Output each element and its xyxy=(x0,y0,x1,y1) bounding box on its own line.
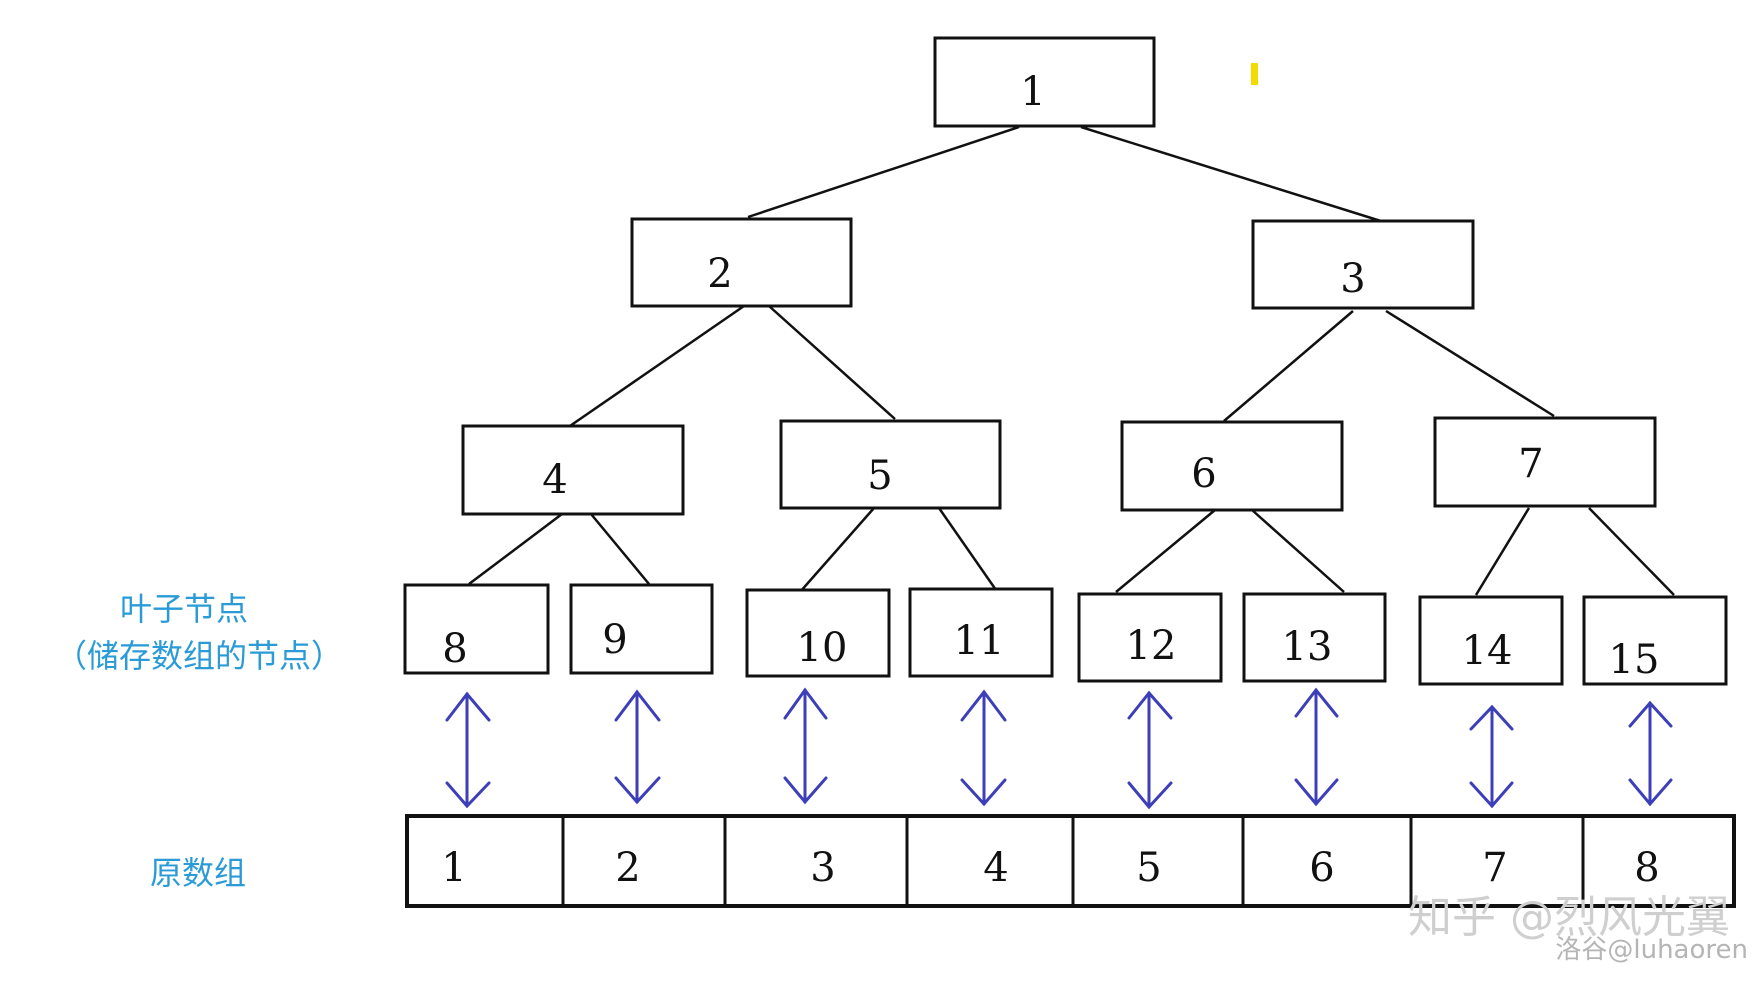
map-arrow-15-8 xyxy=(1628,700,1673,807)
tree-node-8: 8 xyxy=(403,583,550,675)
node-label-8: 8 xyxy=(442,626,467,672)
tree-node-13: 13 xyxy=(1242,592,1387,683)
node-label-10: 10 xyxy=(797,625,848,671)
tree-node-3: 3 xyxy=(1251,219,1475,310)
watermark-main: 知乎 @烈风光翼 xyxy=(1408,892,1730,943)
edge-7-15 xyxy=(1588,507,1675,596)
map-arrow-9-2 xyxy=(614,689,661,805)
array-cell-2: 2 xyxy=(615,845,640,891)
node-label-3: 3 xyxy=(1340,256,1365,302)
tree-node-6: 6 xyxy=(1120,420,1344,512)
tree-edges xyxy=(468,125,1675,596)
tree-node-5: 5 xyxy=(779,419,1002,510)
node-label-12: 12 xyxy=(1126,623,1177,669)
map-arrow-10-3 xyxy=(783,687,828,805)
edge-5-11 xyxy=(937,507,998,591)
original-array: 1 2 3 4 5 6 7 8 xyxy=(405,814,1736,908)
edge-3-7 xyxy=(1385,309,1555,418)
tree-node-11: 11 xyxy=(908,587,1054,678)
array-cell-8: 8 xyxy=(1634,845,1659,891)
edge-3-6 xyxy=(1223,310,1354,422)
edge-5-10 xyxy=(799,507,875,593)
tree-node-1: 1 xyxy=(933,36,1156,128)
tree-nodes: 1 2 3 4 5 6 7 8 xyxy=(403,36,1728,686)
edge-1-2 xyxy=(747,125,1020,219)
node-label-15: 15 xyxy=(1609,637,1660,683)
array-frame xyxy=(405,814,1736,908)
node-label-4: 4 xyxy=(542,457,567,503)
edge-6-13 xyxy=(1251,509,1345,593)
edge-7-14 xyxy=(1474,507,1531,596)
array-label: 原数组 xyxy=(150,854,246,892)
array-cell-7: 7 xyxy=(1482,845,1507,891)
mapping-arrows xyxy=(445,687,1673,810)
array-cell-4: 4 xyxy=(983,845,1008,891)
map-arrow-12-5 xyxy=(1127,690,1173,810)
edge-2-5 xyxy=(768,305,896,420)
tree-node-15: 15 xyxy=(1582,595,1728,686)
edge-2-4 xyxy=(566,304,745,430)
tree-node-7: 7 xyxy=(1433,416,1657,508)
node-label-13: 13 xyxy=(1282,624,1333,670)
node-label-11: 11 xyxy=(954,618,1005,664)
map-arrow-13-6 xyxy=(1294,687,1339,807)
edge-1-3 xyxy=(1080,125,1385,224)
array-cell-5: 5 xyxy=(1136,845,1161,891)
node-label-6: 6 xyxy=(1191,451,1216,497)
map-arrow-8-1 xyxy=(445,691,491,809)
map-arrow-14-7 xyxy=(1469,704,1514,809)
yellow-marker xyxy=(1251,63,1258,85)
array-cell-1: 1 xyxy=(441,845,466,891)
leaf-label-line1: 叶子节点 xyxy=(120,590,248,628)
leaf-label-line2: （储存数组的节点） xyxy=(55,637,343,675)
node-label-5: 5 xyxy=(867,453,892,499)
node-label-14: 14 xyxy=(1462,628,1513,674)
edge-6-12 xyxy=(1115,509,1216,593)
array-cell-3: 3 xyxy=(810,845,835,891)
edge-4-8 xyxy=(468,513,563,585)
tree-node-12: 12 xyxy=(1077,592,1223,683)
array-cell-6: 6 xyxy=(1309,845,1334,891)
node-label-7: 7 xyxy=(1518,441,1543,487)
tree-node-10: 10 xyxy=(745,588,891,678)
tree-node-2: 2 xyxy=(630,217,853,308)
edge-4-9 xyxy=(590,513,650,585)
node-label-1: 1 xyxy=(1020,69,1045,115)
node-label-9: 9 xyxy=(602,617,627,663)
map-arrow-11-4 xyxy=(960,689,1007,807)
tree-node-14: 14 xyxy=(1418,595,1564,686)
node-label-2: 2 xyxy=(707,251,732,297)
watermark-sub: 洛谷@luhaoren xyxy=(1555,935,1748,965)
tree-node-4: 4 xyxy=(461,424,685,516)
tree-node-9: 9 xyxy=(569,583,714,675)
